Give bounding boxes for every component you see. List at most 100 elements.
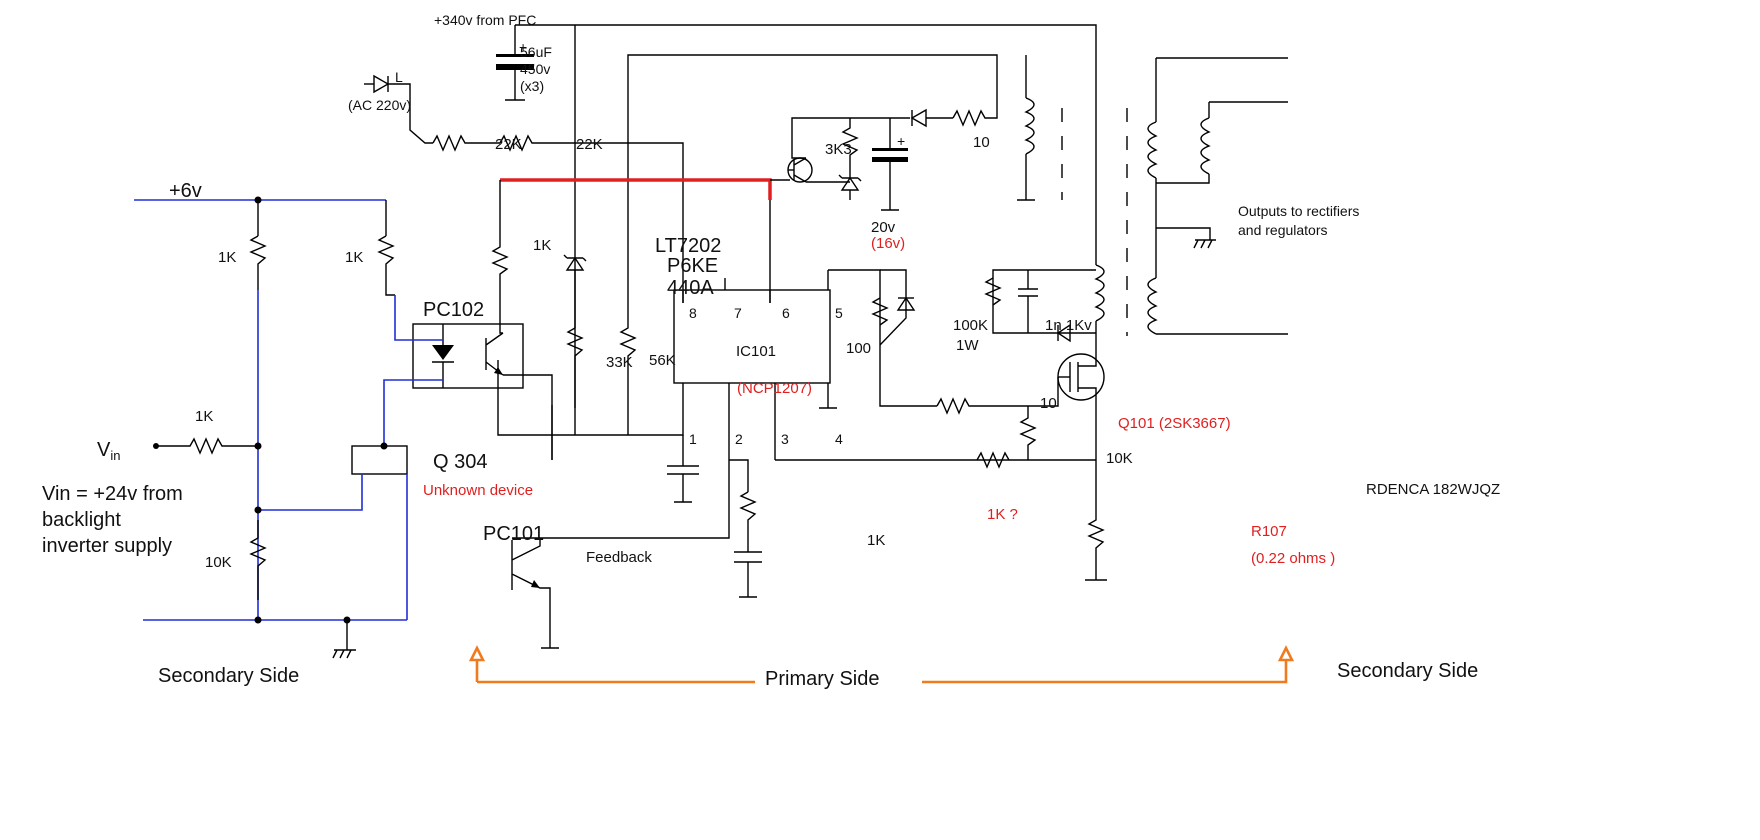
optocoupler-pc101 bbox=[511, 538, 559, 649]
resistor-33k bbox=[566, 327, 584, 435]
snubber-diode bbox=[1056, 323, 1071, 343]
node-dot bbox=[254, 442, 262, 450]
pin5-wire bbox=[828, 269, 937, 407]
feedback-wire bbox=[512, 460, 730, 539]
r-1k-vin-label: 1K bbox=[195, 408, 213, 425]
zener-lt7202 bbox=[563, 254, 587, 328]
snubber-loop bbox=[992, 269, 1096, 334]
cap-1n-label: 1n 1Kv bbox=[1045, 317, 1092, 334]
q304-device bbox=[258, 445, 408, 620]
mosfet-q101 bbox=[1057, 353, 1105, 401]
r-100k-label: 100K bbox=[953, 317, 988, 334]
hv-rail bbox=[515, 24, 1097, 408]
q304-label: Q 304 bbox=[433, 451, 487, 473]
r-33k-label: 33K bbox=[606, 354, 633, 371]
opto-led-feed bbox=[394, 295, 443, 341]
q101-label: Q101 (2SK3667) bbox=[1118, 415, 1231, 432]
aux-transistor bbox=[787, 157, 813, 183]
cap-voltage: 450v bbox=[520, 61, 550, 77]
ac-voltage-label: (AC 220v) bbox=[348, 97, 411, 113]
r-1k-opto-label: 1K bbox=[533, 237, 551, 254]
node-dot bbox=[254, 196, 262, 204]
zener-lt-label: LT7202 bbox=[655, 235, 721, 257]
resistor-22k-b bbox=[499, 134, 684, 303]
node-dot bbox=[380, 442, 388, 450]
resistor-100k bbox=[984, 277, 1002, 306]
resistor-100 bbox=[871, 297, 889, 326]
resistor-10k-left bbox=[249, 520, 267, 600]
pin-3-label: 3 bbox=[781, 431, 789, 447]
zener-440a-label: 440A bbox=[667, 277, 714, 299]
zener-20v-label: 20v bbox=[871, 219, 896, 236]
r-22k-a-label: 22K bbox=[495, 136, 522, 153]
secondary-winding-3 bbox=[1156, 101, 1288, 184]
r-1k-left-label: 1K bbox=[218, 249, 236, 266]
pin-6-label: 6 bbox=[782, 305, 790, 321]
model-code: RDENCA 182WJQZ bbox=[1366, 481, 1500, 498]
vin-desc-2: backlight bbox=[42, 509, 121, 531]
r-100-label: 100 bbox=[846, 340, 871, 357]
r-56k-label: 56K bbox=[649, 352, 676, 369]
aux-diode bbox=[890, 108, 953, 128]
node-dot bbox=[343, 616, 351, 624]
plus-6v-label: +6v bbox=[169, 180, 202, 202]
capacitor-1n bbox=[1018, 270, 1038, 333]
optocoupler-pc102 bbox=[412, 323, 524, 389]
zener-20v bbox=[838, 170, 862, 200]
aux-capacitor: + bbox=[872, 118, 908, 211]
vin-desc-1: Vin = +24v from bbox=[42, 483, 183, 505]
resistor-1k-mid bbox=[377, 235, 395, 296]
pin-1-label: 1 bbox=[689, 431, 697, 447]
svg-text:+: + bbox=[519, 39, 527, 55]
zener-16v-label: (16v) bbox=[871, 235, 905, 252]
q304-note: Unknown device bbox=[423, 482, 533, 499]
left-ground bbox=[332, 620, 356, 659]
primary-winding bbox=[1094, 264, 1105, 360]
ic-part-label: (NCP1207) bbox=[737, 380, 812, 397]
primary-side-label: Primary Side bbox=[765, 668, 879, 690]
r-10-top-label: 10 bbox=[973, 134, 990, 151]
ic-name-label: IC101 bbox=[736, 343, 776, 360]
vin-desc-3: inverter supply bbox=[42, 535, 172, 557]
r-3k3-label: 3K3 bbox=[825, 141, 852, 158]
resistor-22k-a bbox=[432, 134, 500, 152]
vin-subscript: in bbox=[110, 448, 120, 463]
resistor-1k-vin bbox=[156, 437, 258, 455]
pin-2-label: 2 bbox=[735, 431, 743, 447]
pin5-diode-loop bbox=[879, 269, 907, 346]
aux-supply-rail bbox=[500, 178, 772, 200]
pin5-diode bbox=[896, 296, 916, 311]
outputs-line2: and regulators bbox=[1238, 222, 1328, 238]
pin-4-label: 4 bbox=[835, 431, 843, 447]
svg-text:+: + bbox=[897, 133, 905, 149]
resistor-1k-pin2 bbox=[739, 491, 757, 552]
feedback-label: Feedback bbox=[586, 549, 652, 566]
ac-diode bbox=[364, 74, 433, 144]
resistor-1k-q bbox=[976, 451, 1010, 469]
resistor-1k-left bbox=[249, 235, 267, 290]
outputs-line1: Outputs to rectifiers bbox=[1238, 203, 1359, 219]
pin1-wire bbox=[497, 360, 684, 436]
pc102-label: PC102 bbox=[423, 299, 484, 321]
primary-side-arrow bbox=[468, 645, 1295, 684]
pc101-label: PC101 bbox=[483, 523, 544, 545]
secondary-winding-1 bbox=[1147, 57, 1288, 278]
zener-p6ke-label: P6KE bbox=[667, 255, 718, 277]
secondary-winding-2 bbox=[1147, 277, 1288, 335]
r-100k-power-label: 1W bbox=[956, 337, 979, 354]
node-dot bbox=[254, 506, 262, 514]
vin-label: Vin bbox=[97, 439, 120, 463]
node-dot bbox=[153, 443, 159, 449]
pin1-capacitor bbox=[667, 435, 699, 503]
r-22k-b-label: 22K bbox=[576, 136, 603, 153]
resistor-56k bbox=[619, 303, 637, 435]
vin-symbol: V bbox=[97, 439, 111, 461]
resistor-1k-opto bbox=[491, 228, 509, 334]
pin2-capacitor bbox=[734, 551, 762, 598]
secondary-side-right: Secondary Side bbox=[1337, 660, 1478, 682]
secondary-side-left: Secondary Side bbox=[158, 665, 299, 687]
aux-winding bbox=[1017, 55, 1035, 201]
ac-line-label: L bbox=[395, 69, 403, 85]
aux-collector-wire bbox=[791, 117, 890, 159]
